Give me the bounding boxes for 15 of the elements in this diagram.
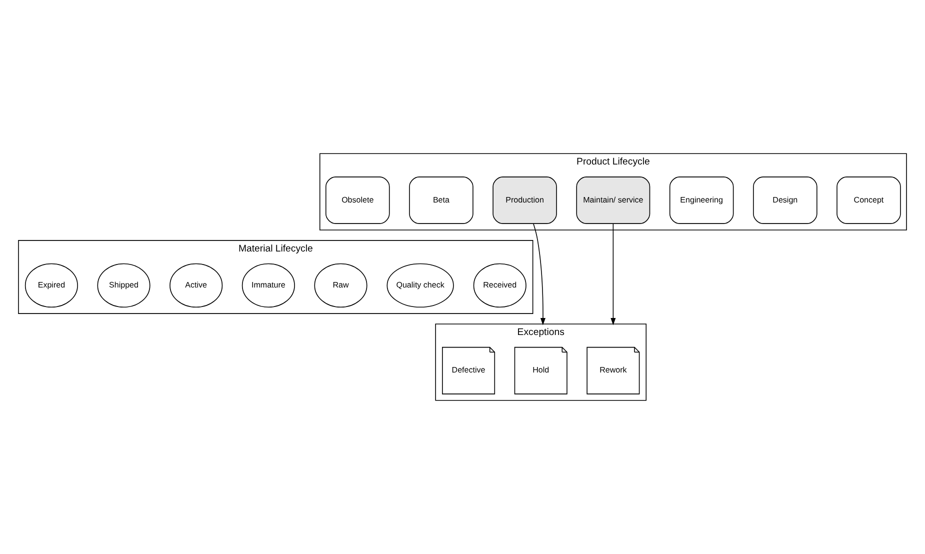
- node-ellipse: Expired: [24, 263, 78, 308]
- node-ellipse: Immature: [242, 263, 295, 308]
- node-box: Beta: [409, 176, 474, 224]
- arrow: [610, 223, 616, 326]
- node-box: Design: [753, 176, 818, 224]
- node-box: Production: [492, 176, 557, 224]
- node-ellipse: Raw: [314, 263, 368, 308]
- node-box: Obsolete: [325, 176, 390, 224]
- node-ellipse: Received: [473, 263, 526, 308]
- node-ellipse: Active: [170, 263, 223, 308]
- node-box: Engineering: [669, 176, 734, 224]
- node-ellipse: Quality check: [386, 263, 454, 308]
- node-box: Concept: [836, 176, 901, 224]
- node-box: Maintain/ service: [576, 176, 650, 224]
- node-ellipse: Shipped: [97, 263, 150, 308]
